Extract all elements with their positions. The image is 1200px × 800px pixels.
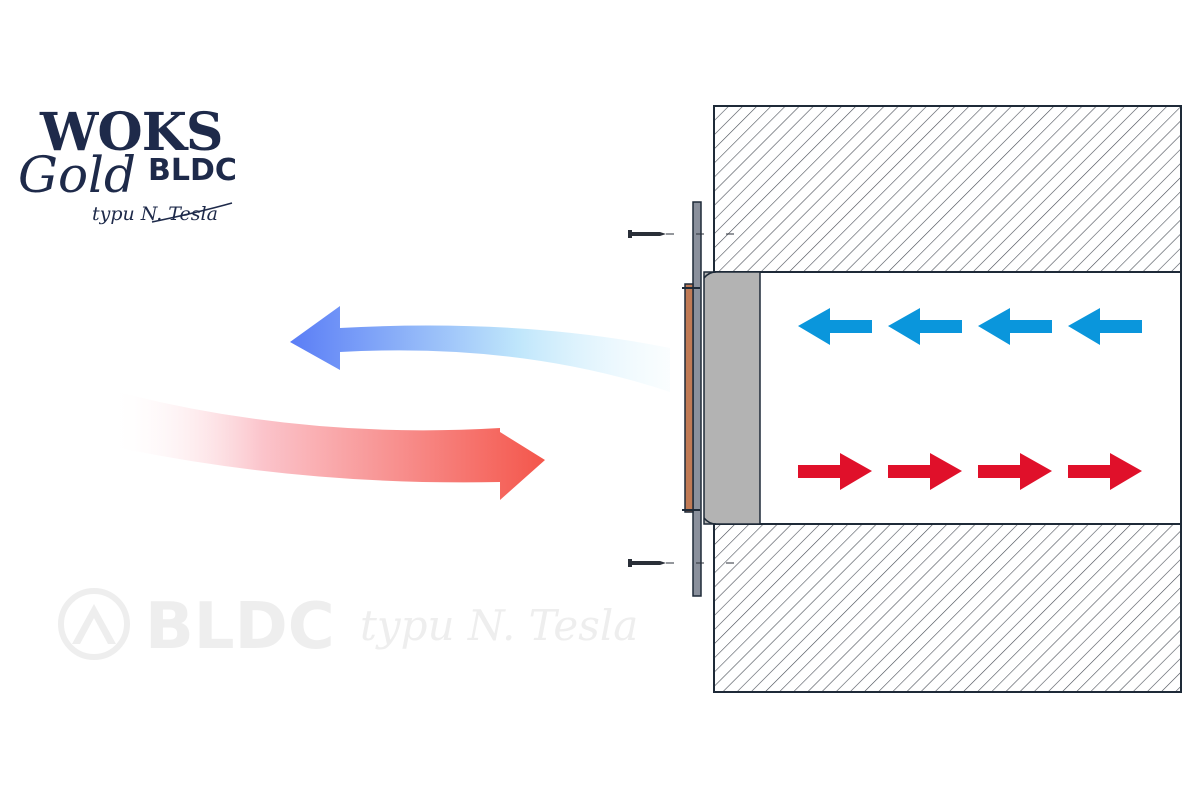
logo-product: BLDC (148, 153, 237, 188)
wall-lower (713, 523, 1182, 693)
blue-arrow-left-icon (798, 308, 872, 345)
screw-bottom-icon (628, 559, 740, 567)
red-arrow-right-icon (888, 453, 962, 490)
red-arrow-right-icon (798, 453, 872, 490)
inflow-curved-arrow-icon (290, 306, 670, 392)
wall-opening (714, 272, 1181, 524)
red-arrow-right-icon (1068, 453, 1142, 490)
core-flange (703, 271, 717, 525)
logo-brand: WOKS (39, 102, 222, 163)
filter (684, 283, 694, 513)
watermark-logo-icon (58, 588, 130, 660)
logo-swash (151, 202, 233, 223)
ceramic-core (703, 271, 761, 525)
watermark: BLDC typu N. Tesla (58, 588, 638, 664)
blue-arrow-left-icon (1068, 308, 1142, 345)
brand-logo: WOKS Gold BLDC typu N. Tesla (18, 102, 237, 225)
screw-top-icon (628, 230, 740, 238)
wall (713, 105, 1182, 693)
watermark-product: BLDC (145, 590, 335, 664)
red-arrow-right-icon (978, 453, 1052, 490)
watermark-tagline: typu N. Tesla (360, 601, 638, 650)
logo-script: Gold (18, 146, 136, 204)
ventilator-unit (682, 201, 761, 597)
blue-arrow-left-icon (978, 308, 1052, 345)
logo-tagline: typu N. Tesla (92, 203, 218, 225)
duct-red-arrows (798, 453, 1142, 490)
front-plate (692, 201, 702, 597)
duct-blue-arrows (798, 308, 1142, 345)
outflow-curved-arrow-icon (110, 390, 545, 500)
wall-upper (713, 105, 1182, 273)
blue-arrow-left-icon (888, 308, 962, 345)
